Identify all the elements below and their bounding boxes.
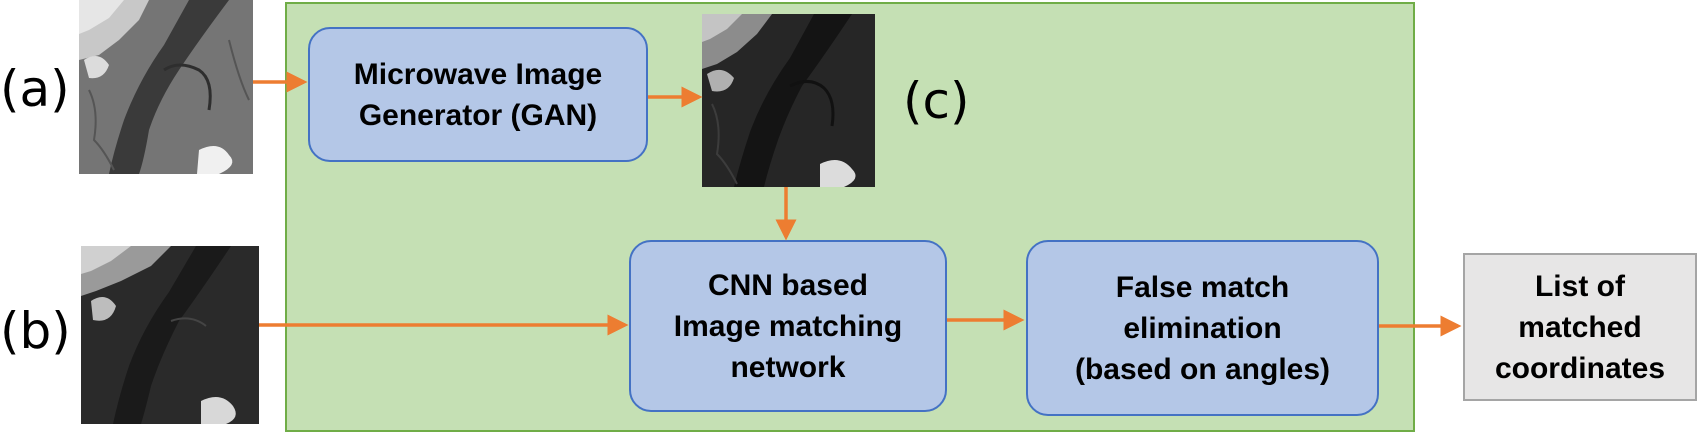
optical-image <box>79 0 253 174</box>
false-match-box: False match elimination (based on angles… <box>1026 240 1379 416</box>
sar-image <box>81 246 259 424</box>
output-coordinates-box: List of matched coordinates <box>1463 253 1697 401</box>
label-c: (c) <box>903 72 970 130</box>
cnn-matching-box: CNN based Image matching network <box>629 240 947 412</box>
label-b: (b) <box>0 302 71 360</box>
label-a: (a) <box>0 60 70 118</box>
gan-generator-box: Microwave Image Generator (GAN) <box>308 27 648 162</box>
generated-image <box>702 14 875 187</box>
